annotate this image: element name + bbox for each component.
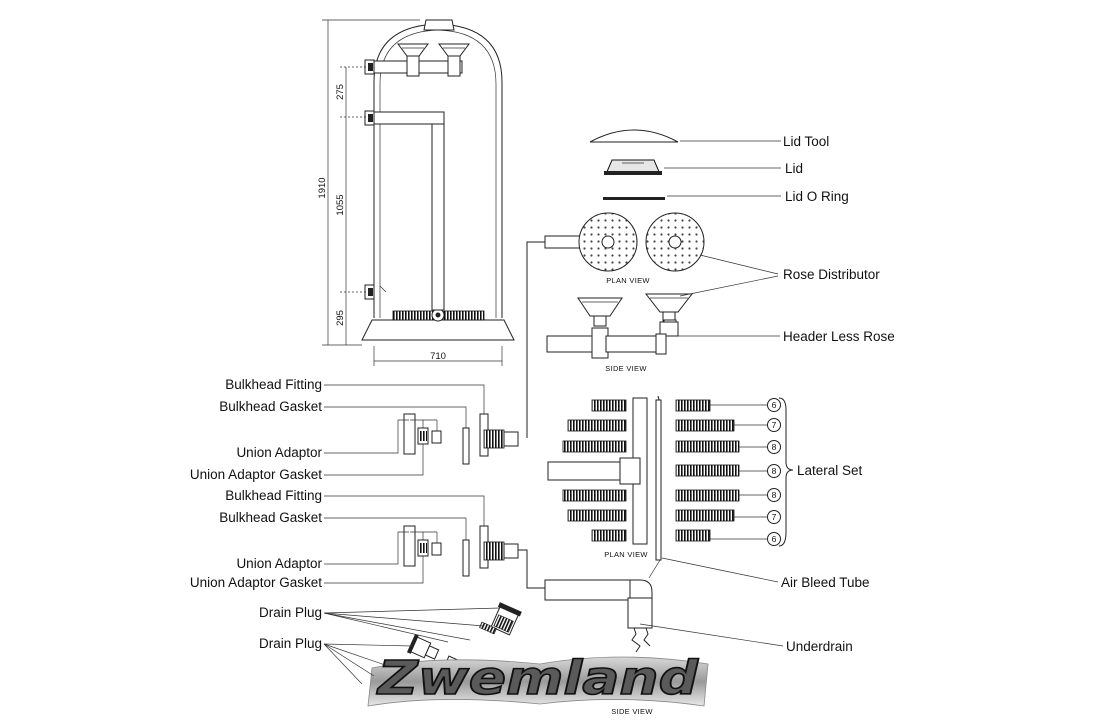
lateral-number-4: 8 bbox=[772, 466, 777, 476]
lateral-number-5: 8 bbox=[772, 490, 777, 500]
drain-plug-parts bbox=[406, 602, 522, 673]
plan-view-label-lateral: PLAN VIEW bbox=[604, 550, 648, 559]
label-rose-distributor: Rose Distributor bbox=[783, 267, 880, 282]
label-header-less-rose: Header Less Rose bbox=[783, 329, 895, 344]
dim-lower: 295 bbox=[335, 310, 346, 326]
dim-upper: 275 bbox=[335, 84, 346, 100]
logo-text: Zwemland bbox=[376, 651, 700, 705]
underdrain-side: SIDE VIEW bbox=[518, 549, 661, 716]
lateral-number-7: 6 bbox=[772, 534, 777, 544]
label-lid-o-ring: Lid O Ring bbox=[785, 189, 849, 204]
zwemland-logo: Zwemland bbox=[367, 650, 709, 707]
label-drain-plug-1: Drain Plug bbox=[259, 605, 322, 620]
lid-part bbox=[604, 159, 662, 175]
label-lateral-set: Lateral Set bbox=[797, 463, 863, 478]
filter-tank bbox=[361, 19, 515, 341]
right-labels: Lid Tool Lid Lid O Ring Rose Distributor… bbox=[639, 134, 895, 654]
label-lid: Lid bbox=[785, 161, 803, 176]
side-view-label-underdrain: SIDE VIEW bbox=[611, 707, 653, 716]
rose-distributor-plan: PLAN VIEW bbox=[544, 212, 705, 285]
label-bulkhead-fitting-2: Bulkhead Fitting bbox=[225, 488, 322, 503]
lateral-number-6: 7 bbox=[772, 512, 777, 522]
label-union-adaptor-gasket-1: Union Adaptor Gasket bbox=[190, 467, 322, 482]
lateral-number-1: 6 bbox=[772, 400, 777, 410]
lateral-set-plan: PLAN VIEW bbox=[547, 395, 740, 561]
label-union-adaptor-1: Union Adaptor bbox=[236, 445, 322, 460]
header-less-rose-side: SIDE VIEW bbox=[546, 293, 694, 373]
bulkhead-assembly-lower bbox=[403, 525, 519, 577]
tank-dimensions: 1910 275 1055 295 710 bbox=[317, 19, 503, 366]
label-lid-tool: Lid Tool bbox=[783, 134, 829, 149]
lateral-number-3: 8 bbox=[772, 442, 777, 452]
dim-total-height: 1910 bbox=[317, 177, 328, 198]
dim-width: 710 bbox=[430, 351, 446, 362]
lid-tool-part bbox=[589, 129, 679, 143]
lid-o-ring-part bbox=[603, 197, 665, 200]
dim-middle: 1055 bbox=[335, 194, 346, 215]
label-union-adaptor-2: Union Adaptor bbox=[236, 556, 322, 571]
label-bulkhead-fitting-1: Bulkhead Fitting bbox=[225, 377, 322, 392]
label-drain-plug-2: Drain Plug bbox=[259, 636, 322, 651]
lateral-number-2: 7 bbox=[772, 420, 777, 430]
lateral-count-markers: 6 7 8 8 8 7 6 bbox=[710, 397, 794, 547]
plan-view-label-rose: PLAN VIEW bbox=[606, 276, 650, 285]
left-labels: Bulkhead Fitting Bulkhead Gasket Union A… bbox=[190, 377, 501, 685]
label-underdrain: Underdrain bbox=[786, 639, 853, 654]
bulkhead-assembly-upper bbox=[403, 413, 519, 465]
label-air-bleed-tube: Air Bleed Tube bbox=[781, 575, 870, 590]
side-view-label-rose: SIDE VIEW bbox=[605, 364, 647, 373]
label-union-adaptor-gasket-2: Union Adaptor Gasket bbox=[190, 575, 322, 590]
label-bulkhead-gasket-2: Bulkhead Gasket bbox=[219, 510, 322, 525]
label-bulkhead-gasket-1: Bulkhead Gasket bbox=[219, 399, 322, 414]
